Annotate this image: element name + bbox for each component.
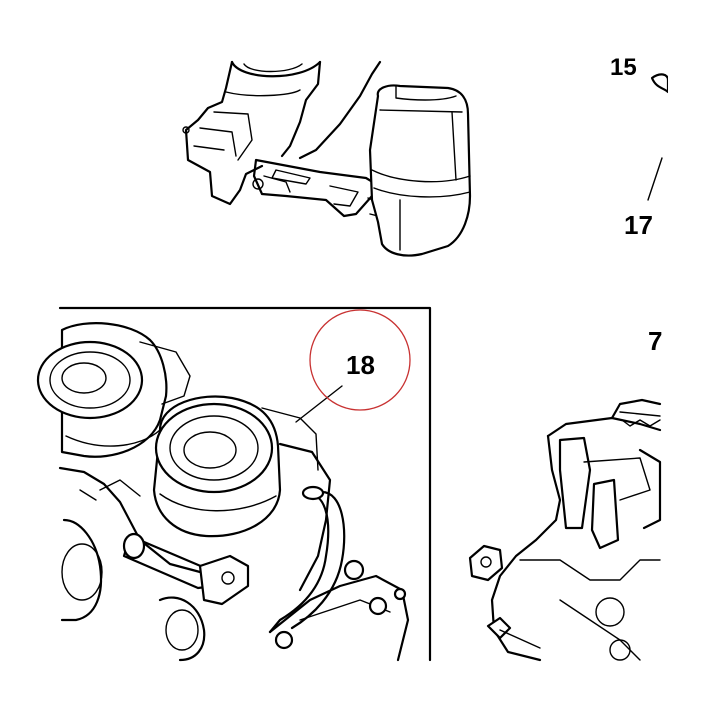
carburetor-inset: [36, 306, 432, 662]
right-edge-parts: [647, 73, 670, 201]
engine-bracket-assembly: [468, 398, 662, 662]
callout-15: 15: [610, 54, 637, 81]
reservoir-bracket-assembly: [182, 60, 472, 257]
callout-7: 7: [648, 326, 662, 356]
callout-17: 17: [624, 210, 653, 240]
callout-18: 18: [346, 350, 375, 380]
highlight-circle: [309, 309, 411, 411]
